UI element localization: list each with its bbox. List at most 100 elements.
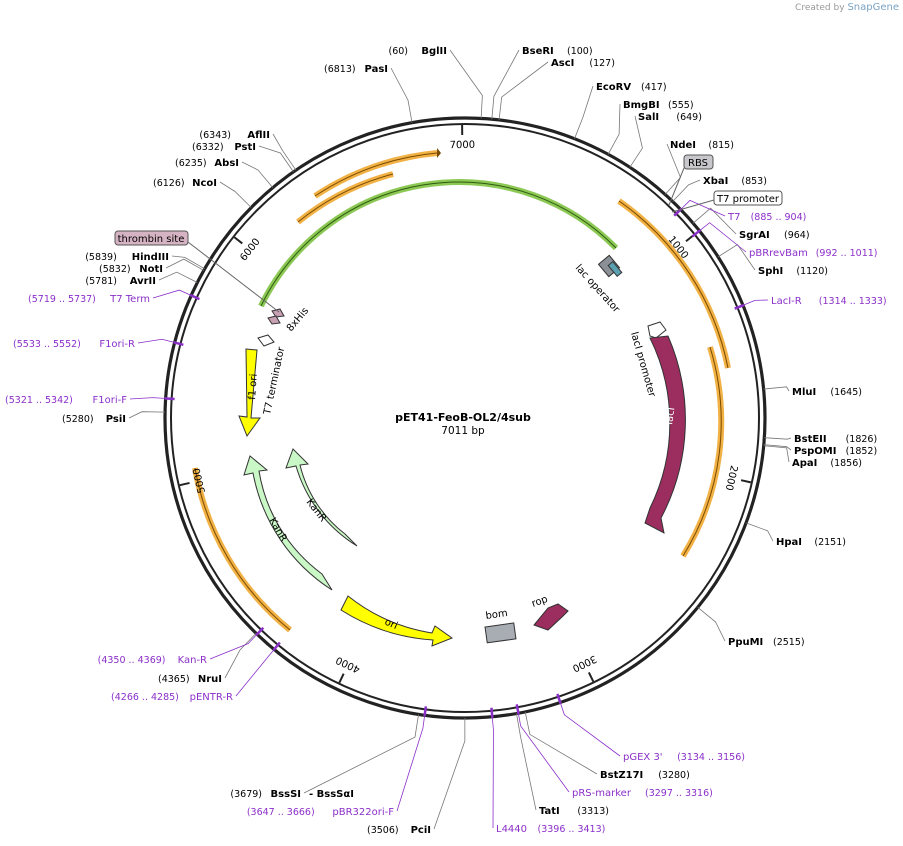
- enzyme-leader: [664, 143, 681, 195]
- bom-label: bom: [485, 608, 509, 622]
- enzyme-leader: [745, 522, 774, 542]
- enzyme-name: PsiI: [106, 414, 126, 425]
- primer-position: (992 .. 1011): [816, 248, 878, 259]
- enzyme-leader: [171, 255, 205, 270]
- tick-label-2000: 2000: [723, 464, 739, 491]
- enzyme-leader: [574, 85, 594, 139]
- primer-leader: [152, 289, 191, 299]
- primer-site-mark: [490, 707, 494, 718]
- primer-name: L4440: [496, 824, 527, 835]
- enzyme-pasi: PasI(6813): [324, 64, 388, 75]
- primer-site-mark: [515, 704, 520, 715]
- enzyme-pspomi: (1852)PspOMI: [794, 446, 877, 457]
- enzyme-name: PciI: [411, 825, 431, 836]
- kanr-inner-label: KanR: [304, 497, 329, 524]
- enzyme-leader: [629, 115, 643, 168]
- primer-leader: [681, 199, 726, 217]
- enzyme-position: (2151): [814, 537, 846, 548]
- primer-name: F1ori-R: [99, 339, 135, 350]
- enzyme-position: (1826): [846, 434, 878, 445]
- kanr-arrow-outer: [243, 455, 333, 591]
- enzyme-name: HpaI: [776, 537, 802, 548]
- enzyme-ecorv: (417) EcoRV: [596, 82, 667, 93]
- primer-pbrrevbam: pBRrevBam(992 .. 1011): [749, 248, 878, 259]
- f1-ori-label: f1 ori: [247, 373, 260, 400]
- enzyme-hpai: (2151) HpaI: [776, 537, 846, 548]
- enzyme-name: PasI: [365, 64, 388, 75]
- enzyme-name: NruI: [198, 674, 222, 685]
- primer-name: T7 Term: [109, 294, 150, 305]
- primer-leader: [518, 714, 570, 793]
- primer-f1ori-f: F1ori-F(5321 .. 5342): [5, 395, 127, 406]
- primer-position: (1314 .. 1333): [819, 296, 887, 307]
- enzyme-position: (815): [708, 140, 734, 151]
- enzyme-name: AvrII: [130, 276, 156, 287]
- primer-name: Kan-R: [178, 655, 207, 666]
- rop-label: rop: [530, 594, 549, 610]
- enzyme-leader: [524, 711, 598, 775]
- orf-arc-top-outer: [313, 150, 438, 199]
- enzyme-position: (417): [641, 82, 667, 93]
- primer-t7: T7 (885 .. 904): [727, 212, 806, 223]
- primer-position: (5321 .. 5342): [5, 395, 73, 406]
- tick-mark-5000: [179, 481, 190, 487]
- enzyme-position: (6235): [175, 158, 207, 169]
- enzyme-leader: [763, 444, 792, 451]
- primer-position: (885 .. 904): [751, 212, 807, 223]
- enzyme-name: BmgBI: [623, 100, 660, 111]
- enzyme-leader: [516, 713, 537, 811]
- primer-position: (3647 .. 3666): [247, 807, 315, 818]
- primer-position: (3134 .. 3156): [677, 752, 745, 763]
- enzyme-noti: NotI(5832): [99, 264, 163, 275]
- enzyme-name: AflII: [247, 130, 270, 141]
- laci-promoter-arrow: [647, 321, 667, 339]
- orf-arc-left: [192, 467, 292, 633]
- enzyme-name: ApaI: [792, 458, 817, 469]
- primer-f1ori-r: F1ori-R (5533 .. 5552): [13, 339, 135, 350]
- enzyme-position: (649): [676, 112, 702, 123]
- enzyme-leader: [224, 633, 257, 679]
- primer-leader: [129, 397, 165, 400]
- rbs-box-map: [607, 261, 623, 277]
- enzyme-bsssi: BssSI(3679)- BssSαI: [230, 789, 354, 800]
- primer-l4440: L4440 (3396 .. 3413): [496, 824, 605, 835]
- enzyme-position: (6126): [153, 178, 185, 189]
- rbs-label: RBS: [688, 158, 708, 169]
- enzyme-asci: (127)AscI: [551, 58, 615, 69]
- primer-pgex-3-: pGEX 3'(3134 .. 3156): [623, 752, 745, 763]
- enzyme-absi: AbsI(6235): [175, 158, 239, 169]
- enzyme-leader: [219, 181, 252, 208]
- enzyme-position: (127): [589, 58, 615, 69]
- primer-leader: [396, 716, 425, 812]
- t7-terminator-arrow: [257, 334, 275, 347]
- primer-leader: [743, 299, 769, 306]
- enzyme-position: (5839): [85, 252, 117, 263]
- tick-label-5000: 5000: [191, 467, 208, 494]
- primer-site-mark: [173, 341, 184, 347]
- tick-mark-6000: [233, 236, 243, 245]
- laci-arrow: [644, 335, 686, 534]
- enzyme-leader: [303, 714, 419, 794]
- enzyme-position: (2515): [773, 637, 805, 648]
- enzyme-name: EcoRV: [596, 82, 631, 93]
- enzyme-sali: (649)SalI: [638, 112, 702, 123]
- primer-leader: [491, 717, 494, 829]
- enzyme-position: (555): [668, 100, 694, 111]
- enzyme-apai: (1856)ApaI: [792, 458, 862, 469]
- enzyme-leader: [672, 179, 701, 202]
- primer-name: T7: [727, 212, 740, 223]
- primer-position: (5533 .. 5552): [13, 339, 81, 350]
- primer-site-mark: [272, 641, 281, 652]
- green-cds-arc: [258, 179, 619, 308]
- enzyme-name: PspOMI: [794, 446, 836, 457]
- primer-site-mark: [189, 293, 200, 301]
- enzyme-ppumi: (2515)PpuMI: [728, 637, 805, 648]
- primer-kan-r: Kan-R(4350 .. 4369): [98, 655, 207, 666]
- enzyme-psti: PstI(6332): [192, 142, 256, 153]
- primer-position: (3396 .. 3413): [538, 824, 606, 835]
- primer-prs-marker: pRS-marker(3297 .. 3316): [572, 788, 713, 799]
- enzyme-leader: [449, 49, 483, 119]
- enzyme-leader: [258, 145, 294, 173]
- enzyme-position: (3313): [577, 806, 609, 817]
- primer-t7-term: T7 Term(5719 .. 5737): [28, 294, 150, 305]
